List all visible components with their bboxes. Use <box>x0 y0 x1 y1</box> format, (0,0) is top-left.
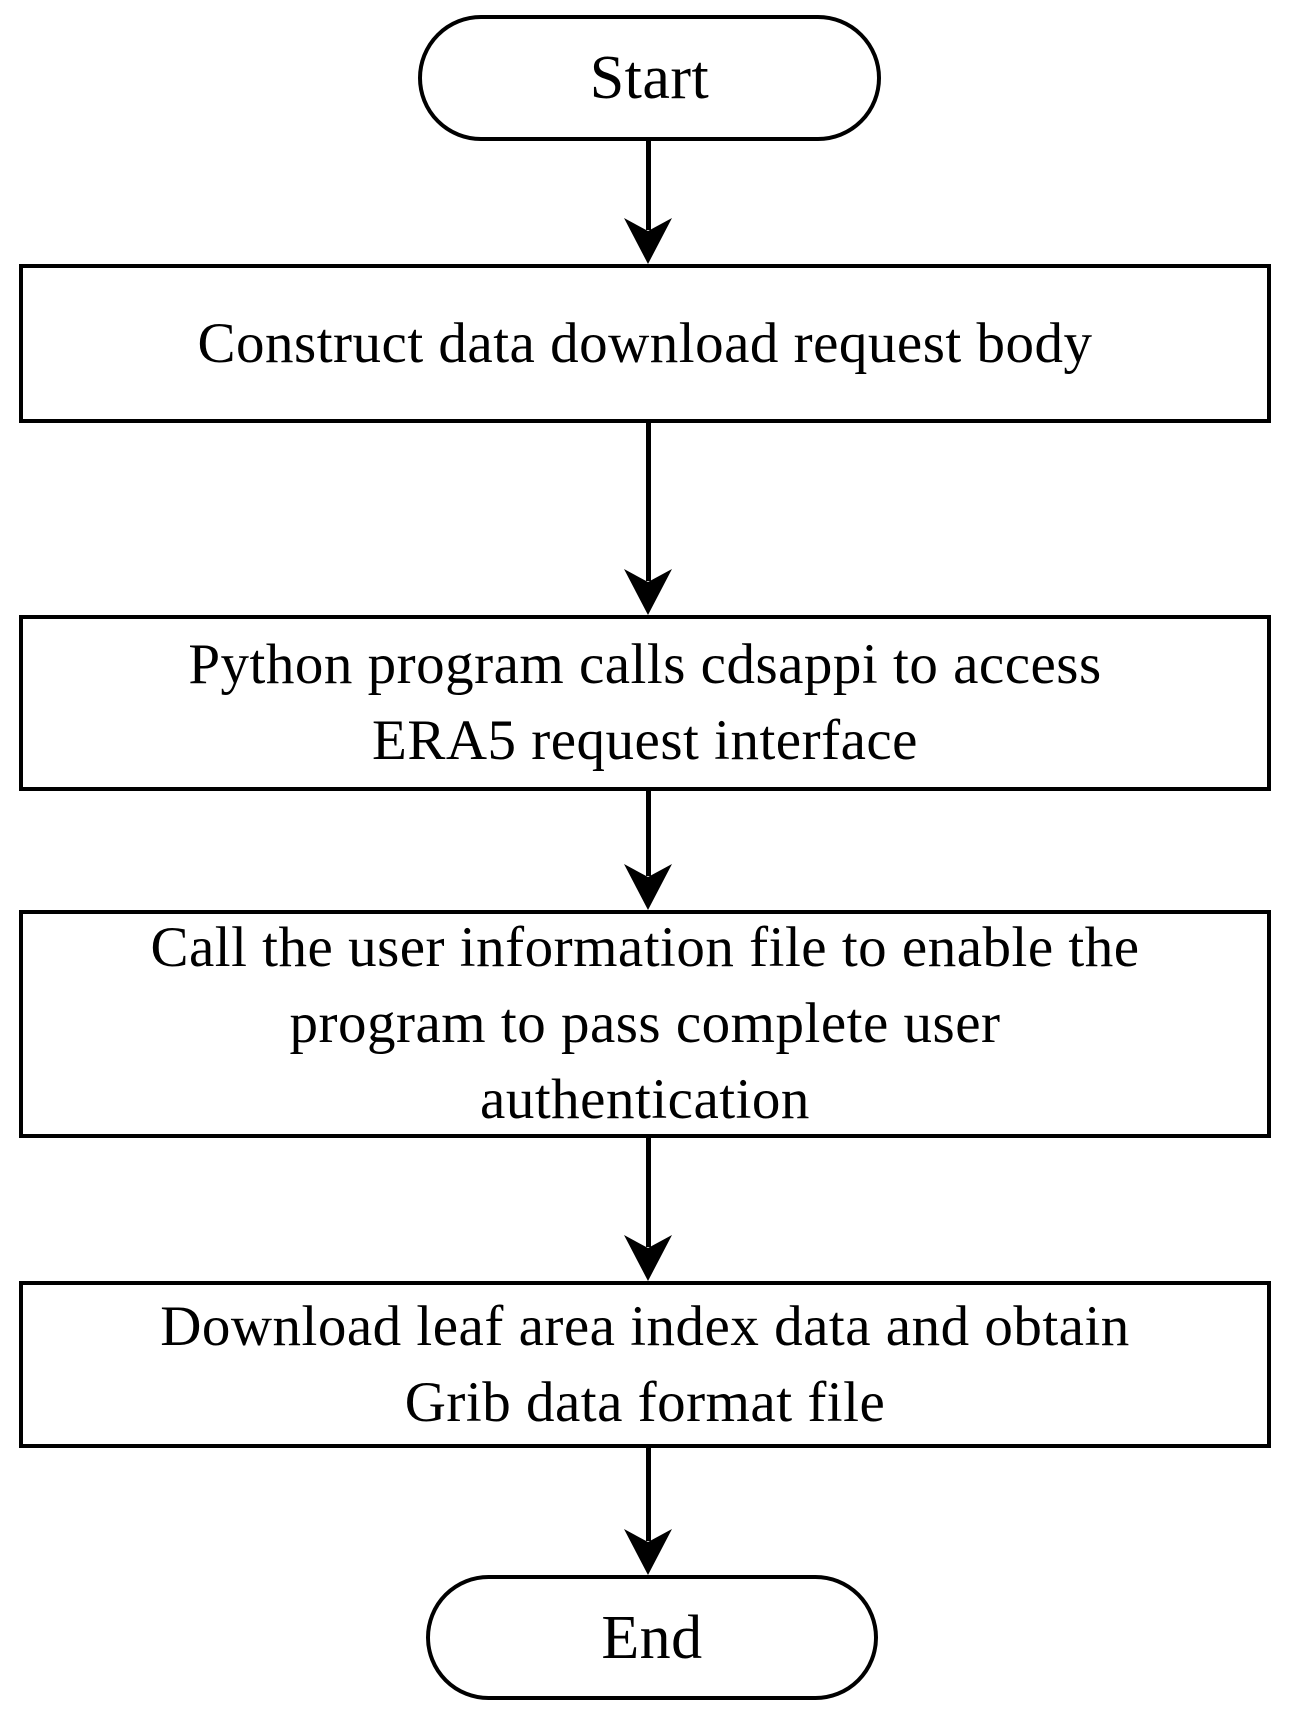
node-step2-line-1: Python program calls cdsappi to access <box>188 633 1102 696</box>
flowchart-node-construct-request: Construct data download request body <box>19 264 1271 423</box>
arrow-stem <box>645 791 651 876</box>
flow-arrow-4 <box>624 1138 672 1281</box>
arrow-head-icon <box>624 1529 672 1575</box>
flow-arrow-3 <box>624 791 672 910</box>
flowchart-node-download-grib: Download leaf area index data and obtain… <box>19 1281 1271 1448</box>
flow-arrow-1 <box>624 141 672 264</box>
flow-arrow-5 <box>624 1448 672 1575</box>
flowchart-node-end: End <box>426 1575 878 1700</box>
flowchart-node-user-authentication: Call the user information file to enable… <box>19 910 1271 1138</box>
node-step3-line-1: Call the user information file to enable… <box>150 916 1140 979</box>
arrow-head-icon <box>624 864 672 910</box>
flow-arrow-2 <box>624 423 672 615</box>
node-step1-label: Construct data download request body <box>197 311 1093 375</box>
flowchart-node-start: Start <box>418 15 881 141</box>
node-step2-line-2: ERA5 request interface <box>372 709 918 772</box>
arrow-head-icon <box>624 1235 672 1281</box>
node-start-label: Start <box>589 44 710 112</box>
node-step3-line-3: authentication <box>480 1068 810 1131</box>
node-end-label: End <box>601 1603 703 1672</box>
arrow-head-icon <box>624 569 672 615</box>
node-step4-line-2: Grib data format file <box>404 1370 886 1434</box>
arrow-stem <box>645 1138 651 1247</box>
flowchart-node-python-cdsappi: Python program calls cdsappi to access E… <box>19 615 1271 791</box>
node-step3-line-2: program to pass complete user <box>289 992 1001 1055</box>
arrow-stem <box>645 423 651 581</box>
node-step4-line-1: Download leaf area index data and obtain <box>160 1294 1130 1358</box>
arrow-stem <box>645 141 651 230</box>
arrow-stem <box>645 1448 651 1541</box>
arrow-head-icon <box>624 218 672 264</box>
